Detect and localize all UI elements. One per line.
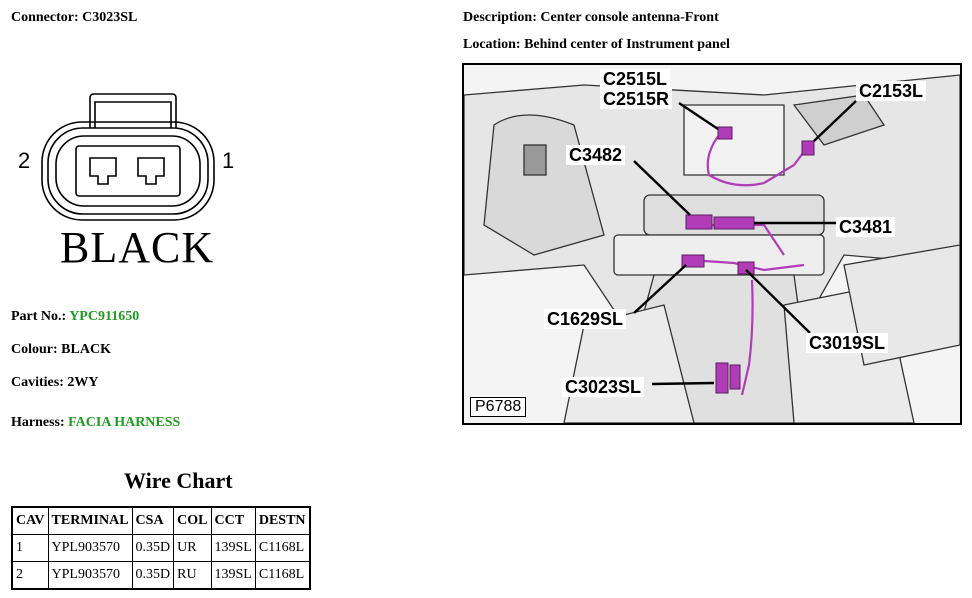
connector-colour-caption: BLACK — [60, 223, 215, 272]
part-no-label: Part No.: — [11, 309, 67, 324]
cell-csa: 0.35D — [131, 561, 175, 590]
cell-cct: 139SL — [210, 561, 256, 590]
colour-value: BLACK — [61, 342, 111, 357]
header-cav: CAV — [11, 506, 49, 535]
cell-terminal: YPL903570 — [47, 534, 133, 562]
header-terminal: TERMINAL — [47, 506, 133, 535]
location-label: Location: — [463, 37, 521, 52]
table-header-row: CAV TERMINAL CSA COL CCT DESTN — [11, 506, 311, 535]
harness-link[interactable]: FACIA HARNESS — [68, 415, 181, 430]
pin-1-label: 1 — [222, 148, 235, 173]
cavities-field: Cavities: 2WY — [11, 375, 99, 391]
cell-destn: C1168L — [254, 561, 311, 590]
cavities-value: 2WY — [67, 375, 99, 390]
dashboard-illustration — [464, 74, 960, 423]
callout-c3482: C3482 — [566, 145, 626, 165]
cell-csa: 0.35D — [131, 534, 175, 562]
callout-c3019sl: C3019SL — [806, 333, 889, 353]
wire-chart-table: CAV TERMINAL CSA COL CCT DESTN 1 YPL9035… — [11, 506, 311, 590]
table-row: 1 YPL903570 0.35D UR 139SL C1168L — [11, 534, 311, 562]
cell-col: RU — [173, 561, 212, 590]
table-row: 2 YPL903570 0.35D RU 139SL C1168L — [11, 561, 311, 590]
cell-cav: 2 — [11, 561, 49, 590]
callout-c3481: C3481 — [836, 217, 896, 237]
part-no-field: Part No.: YPC911650 — [11, 309, 139, 325]
connector-id: C3023SL — [82, 10, 138, 25]
cavities-label: Cavities: — [11, 375, 64, 390]
description-label: Description: — [463, 10, 537, 25]
colour-field: Colour: BLACK — [11, 342, 111, 358]
colour-label: Colour: — [11, 342, 58, 357]
image-reference-id: P6788 — [470, 397, 527, 417]
harness-field: Harness: FACIA HARNESS — [11, 415, 180, 431]
header-destn: DESTN — [254, 506, 311, 535]
location-value: Behind center of Instrument panel — [524, 37, 730, 52]
cell-cav: 1 — [11, 534, 49, 562]
callout-c2515l: C2515L — [600, 69, 671, 89]
cell-terminal: YPL903570 — [47, 561, 133, 590]
callout-c2515r: C2515R — [600, 89, 673, 109]
connector-label: Connector: — [11, 10, 79, 25]
callout-c1629sl: C1629SL — [544, 309, 627, 329]
connector-face-diagram: 2 1 — [18, 88, 250, 278]
cell-cct: 139SL — [210, 534, 256, 562]
description-value: Center console antenna-Front — [540, 10, 719, 25]
harness-label: Harness: — [11, 415, 65, 430]
callout-c2153l: C2153L — [856, 81, 927, 101]
cell-destn: C1168L — [254, 534, 311, 562]
wire-chart-title: Wire Chart — [124, 468, 233, 493]
pin-2-label: 2 — [18, 148, 31, 173]
connector-outline-icon — [41, 93, 215, 221]
location-field: Location: Behind center of Instrument pa… — [463, 37, 730, 53]
part-no-link[interactable]: YPC911650 — [69, 309, 140, 324]
header-csa: CSA — [131, 506, 175, 535]
header-cct: CCT — [210, 506, 256, 535]
callout-c3023sl: C3023SL — [562, 377, 645, 397]
connector-field: Connector: C3023SL — [11, 10, 137, 26]
header-col: COL — [173, 506, 212, 535]
cell-col: UR — [173, 534, 212, 562]
description-field: Description: Center console antenna-Fron… — [463, 10, 719, 26]
location-illustration: C2515L C2515R C2153L C3482 C3481 C1629SL… — [462, 63, 962, 425]
